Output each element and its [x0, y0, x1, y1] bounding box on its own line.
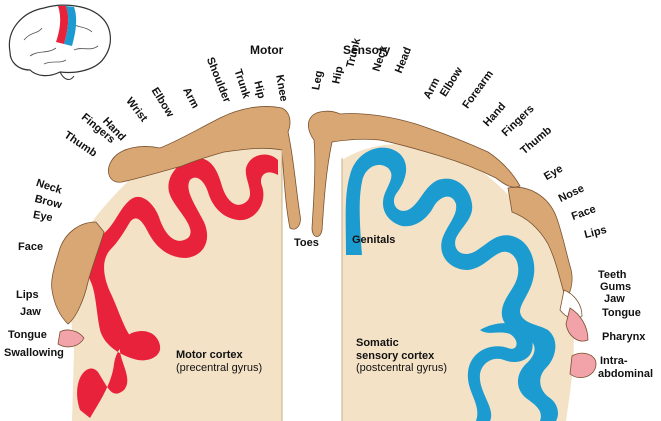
sensory-label-pharynx: Pharynx — [602, 331, 646, 343]
sensory-homunculus — [308, 110, 597, 378]
brain-inset-icon — [8, 4, 111, 80]
motor-cortex-title: Motor cortex — [176, 349, 243, 361]
sensory-cortex-title-2: sensory cortex — [356, 349, 435, 362]
motor-cortex-ribbon — [77, 154, 278, 419]
motor-label-lips: Lips — [16, 289, 39, 301]
motor-header: Motor — [250, 43, 284, 57]
motor-label-face: Face — [18, 241, 44, 253]
motor-label-toes: Toes — [294, 237, 319, 249]
sensory-cortex-title-1: Somatic — [356, 337, 399, 349]
motor-cortex-caption: Motor cortex (precentral gyrus) — [176, 349, 262, 374]
motor-cortex-subtitle: (precentral gyrus) — [176, 361, 263, 374]
sensory-header: Sensory — [343, 43, 391, 57]
motor-homunculus — [51, 106, 301, 348]
sensory-cortex-caption: Somatic sensory cortex (postcentral gyru… — [356, 337, 447, 375]
sensory-label-genitals: Genitals — [352, 234, 396, 246]
motor-label-tongue: Tongue — [8, 329, 47, 341]
motor-label-jaw: Jaw — [20, 306, 41, 318]
sensory-cortex-loop — [467, 323, 533, 421]
motor-label-swallowing: Swallowing — [4, 347, 64, 359]
sensory-label-teeth: Teeth — [598, 269, 627, 281]
sensory-label-gums: Gums — [600, 281, 632, 293]
sensory-cortex-ribbon — [345, 147, 558, 421]
sensory-label-jaw: Jaw — [604, 293, 625, 305]
sensory-label-intra-abdominal-2: abdominal — [598, 368, 654, 380]
sensory-cortex-subtitle: (postcentral gyrus) — [356, 362, 448, 375]
sensory-label-intra-abdominal-1: Intra- — [600, 355, 628, 367]
sensory-label-tongue: Tongue — [602, 307, 641, 319]
